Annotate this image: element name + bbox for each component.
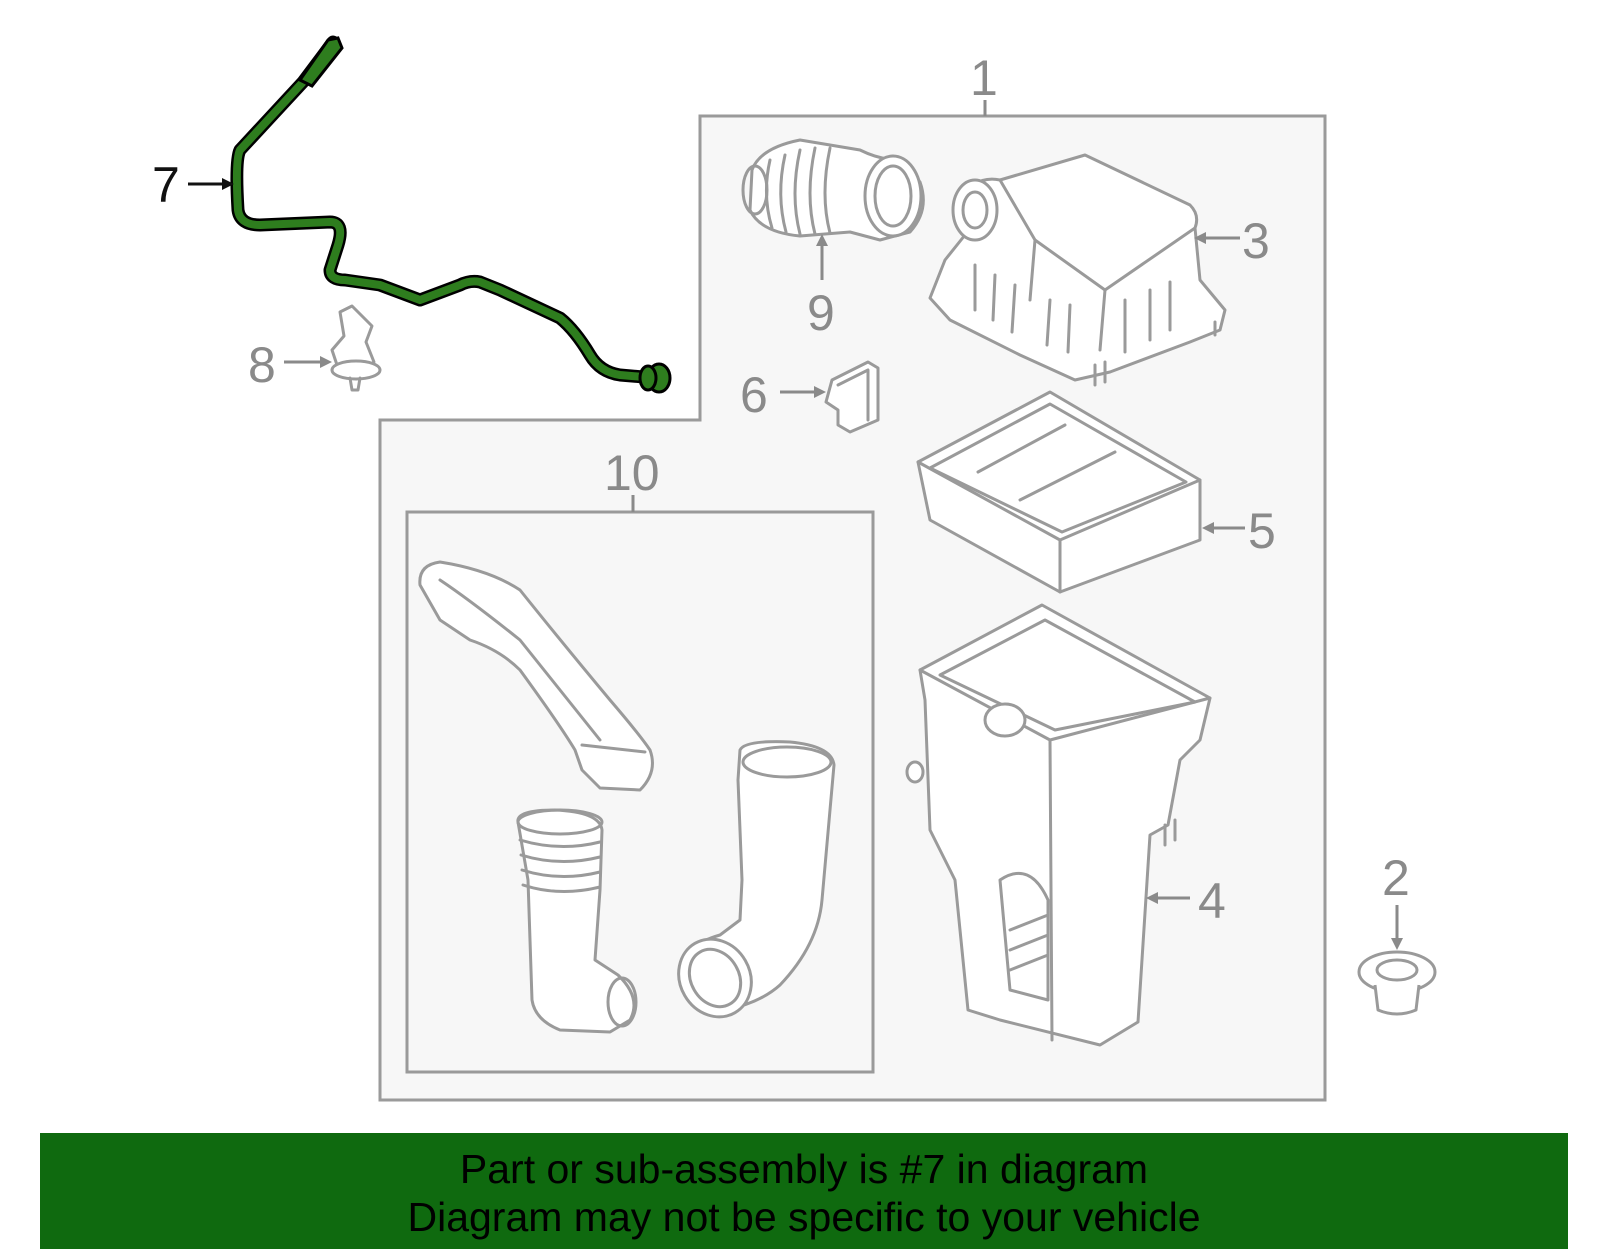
info-banner: Part or sub-assembly is #7 in diagram Di… xyxy=(40,1133,1568,1249)
part-5-air-filter[interactable] xyxy=(916,390,1202,594)
banner-line-2: Diagram may not be specific to your vehi… xyxy=(407,1194,1201,1240)
callout-5[interactable]: 5 xyxy=(1248,503,1276,559)
leader-5-arrowhead xyxy=(1202,522,1214,534)
part-8-clip[interactable] xyxy=(330,304,382,392)
callout-1[interactable]: 1 xyxy=(970,50,998,106)
callout-6[interactable]: 6 xyxy=(740,367,768,423)
leader-8-arrowhead xyxy=(320,356,332,368)
part-2-grommet[interactable] xyxy=(1357,950,1437,1016)
callout-10[interactable]: 10 xyxy=(604,445,660,501)
part-6-block[interactable] xyxy=(824,360,880,434)
part-10-duct-lower-right[interactable] xyxy=(665,740,836,1030)
part-10-duct-upper[interactable] xyxy=(418,560,654,792)
callout-7[interactable]: 7 xyxy=(152,157,180,213)
leader-7-arrowhead xyxy=(222,178,234,190)
callout-8[interactable]: 8 xyxy=(248,337,276,393)
part-3-air-cleaner-cover[interactable] xyxy=(928,153,1227,387)
banner-line-1: Part or sub-assembly is #7 in diagram xyxy=(459,1146,1149,1192)
leader-3-arrowhead xyxy=(1194,232,1206,244)
callout-9[interactable]: 9 xyxy=(807,285,835,341)
callout-4[interactable]: 4 xyxy=(1198,873,1226,929)
leader-2-arrowhead xyxy=(1391,938,1403,950)
part-10-duct-lower-left[interactable] xyxy=(516,808,638,1034)
part-7-hose[interactable] xyxy=(230,35,672,394)
leader-6-arrowhead xyxy=(814,386,826,398)
leader-9-arrowhead xyxy=(816,234,828,246)
leader-4-arrowhead xyxy=(1146,892,1158,904)
part-9-intake-tube[interactable] xyxy=(741,138,925,242)
callout-2[interactable]: 2 xyxy=(1382,850,1410,906)
part-4-housing-lower[interactable] xyxy=(905,603,1212,1047)
callout-3[interactable]: 3 xyxy=(1242,213,1270,269)
